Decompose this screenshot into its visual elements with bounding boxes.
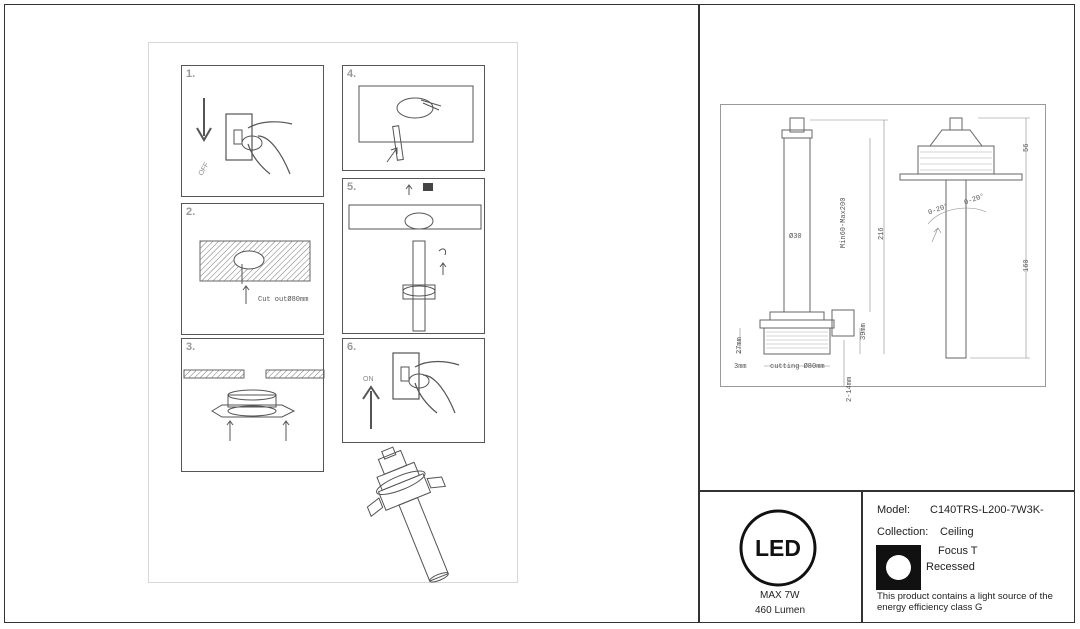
model-label: Model:	[877, 504, 911, 516]
dim-length-range: Min60-Max200	[840, 197, 848, 248]
collection-label: Collection:	[877, 526, 929, 538]
dimension-drawing-frame	[720, 104, 1046, 387]
series-name: Focus T	[938, 545, 978, 557]
step-number: 2.	[186, 206, 196, 218]
energy-text-line1: This product contains a light source of …	[877, 591, 1053, 602]
divider-vertical-info	[861, 490, 863, 623]
tube-mounting-illustration	[348, 183, 482, 332]
dimension-drawing	[739, 117, 1030, 386]
collection-value: Ceiling	[940, 526, 974, 538]
step-number: 3.	[186, 341, 196, 353]
step-6-panel: 6. ON	[342, 338, 485, 443]
step-5-panel: 5.	[342, 178, 485, 334]
dim-top: 56	[1023, 143, 1031, 152]
power-rating: MAX 7W	[760, 590, 800, 601]
step-4-panel: 4.	[342, 65, 485, 171]
product-thumbnail	[876, 545, 921, 590]
cutout-caption: Cut outØ80mm	[258, 296, 309, 304]
dim-h39: 39mm	[860, 323, 868, 340]
spec-sheet-frame	[4, 4, 1075, 623]
dim-cutting: cutting Ø80mm	[770, 363, 825, 371]
energy-text-line2: energy efficiency class G	[877, 602, 983, 613]
step-number: 1.	[186, 68, 196, 80]
step-number: 4.	[347, 68, 357, 80]
model-value: C140TRS-L200-7W3K-	[930, 504, 1044, 516]
dim-diameter: Ø30	[789, 233, 802, 241]
switch-on-illustration: ON	[362, 352, 460, 429]
series-type: Recessed	[926, 561, 975, 573]
led-logo-icon: LED	[739, 509, 817, 587]
dim-depth: 2-14mm	[846, 376, 854, 402]
led-logo-text: LED	[755, 535, 801, 561]
lumen-rating: 460 Lumen	[755, 605, 806, 616]
step-1-panel: 1. OFF	[181, 65, 324, 197]
divider-vertical-main	[698, 4, 700, 623]
final-assembly-illustration	[366, 446, 449, 583]
on-label: ON	[363, 376, 374, 383]
wire-connection-illustration	[358, 85, 474, 163]
dim-bottom: 160	[1023, 259, 1031, 272]
frame-insertion-illustration	[183, 369, 325, 441]
step-3-panel: 3.	[181, 338, 325, 472]
dim-h27: 27mm	[736, 337, 744, 354]
ceiling-cutout-illustration	[199, 240, 311, 304]
step-2-panel: 2. Cut outØ80mm	[181, 203, 324, 335]
step-number: 6.	[347, 341, 357, 353]
switch-off-illustration: OFF	[196, 98, 293, 177]
dim-total: 216	[878, 227, 886, 240]
step-number: 5.	[347, 181, 357, 193]
off-label: OFF	[198, 161, 211, 177]
divider-horizontal-right	[698, 490, 1075, 492]
installation-page	[148, 42, 518, 583]
dim-edge: 3mm	[734, 363, 747, 371]
